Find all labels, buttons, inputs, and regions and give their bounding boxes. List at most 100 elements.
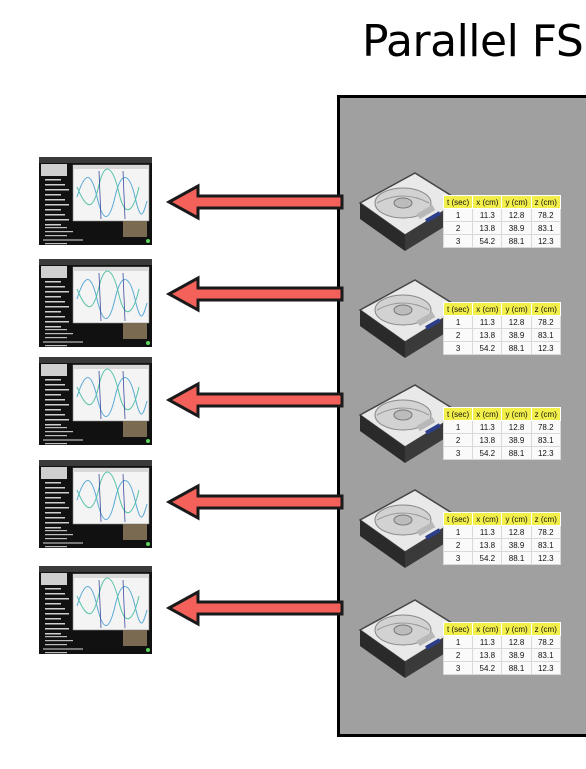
table-cell: 12.8 [501,525,532,539]
table-cell: 13.8 [472,538,503,552]
analysis-window-thumbnail [39,566,152,654]
analysis-window-thumbnail [39,460,152,548]
left-arrow-icon [165,483,344,521]
table-cell: 38.9 [501,433,532,447]
table-cell: 83.1 [530,328,561,342]
hard-drive-icon [358,172,462,251]
table-cell: 83.1 [530,648,561,662]
table-header-row: t (sec)x (cm)y (cm)z (cm) [442,302,561,316]
table-cell: 83.1 [530,538,561,552]
column-header: x (cm) [472,407,503,421]
column-header: t (sec) [442,407,474,421]
table-cell: 54.2 [472,551,503,565]
column-header: t (sec) [442,302,474,316]
column-header: z (cm) [530,512,561,526]
table-cell: 1 [442,525,474,539]
table-cell: 12.8 [501,315,532,329]
column-header: z (cm) [530,195,561,209]
column-header: y (cm) [501,195,532,209]
table-cell: 88.1 [501,661,532,675]
client-thumbnail [39,157,152,245]
table-cell: 3 [442,234,474,248]
column-header: t (sec) [442,195,474,209]
table-cell: 11.3 [472,525,503,539]
column-header: t (sec) [442,622,474,636]
table-cell: 1 [442,635,474,649]
table-cell: 12.8 [501,208,532,222]
analysis-window-thumbnail [39,259,152,347]
table-cell: 12.3 [530,661,561,675]
table-cell: 11.3 [472,635,503,649]
table-cell: 1 [442,315,474,329]
table-cell: 13.8 [472,433,503,447]
table-cell: 3 [442,661,474,675]
table-cell: 78.2 [530,635,561,649]
client-thumbnail [39,566,152,654]
analysis-window-thumbnail [39,357,152,445]
table-cell: 38.9 [501,538,532,552]
table-cell: 13.8 [472,648,503,662]
left-arrow-icon [165,183,344,221]
hard-drive-icon [358,279,462,358]
table-cell: 1 [442,208,474,222]
table-cell: 12.3 [530,551,561,565]
arrow-shape [165,275,344,313]
left-arrow-icon [165,589,344,627]
table-cell: 78.2 [530,208,561,222]
table-cell: 78.2 [530,420,561,434]
arrow-shape [165,589,344,627]
table-cell: 54.2 [472,234,503,248]
table-cell: 2 [442,538,474,552]
table-cell: 88.1 [501,446,532,460]
table-cell: 83.1 [530,221,561,235]
table-cell: 12.3 [530,234,561,248]
table-cell: 12.3 [530,341,561,355]
left-arrow-icon [165,381,344,419]
table-cell: 78.2 [530,315,561,329]
table-cell: 38.9 [501,221,532,235]
table-cell: 2 [442,221,474,235]
column-header: x (cm) [472,195,503,209]
table-header-row: t (sec)x (cm)y (cm)z (cm) [442,407,561,421]
table-cell: 38.9 [501,648,532,662]
analysis-window-thumbnail [39,157,152,245]
table-cell: 3 [442,551,474,565]
arrow-shape [165,381,344,419]
table-cell: 12.8 [501,635,532,649]
table-cell: 88.1 [501,341,532,355]
column-header: t (sec) [442,512,474,526]
arrow-shape [165,483,344,521]
table-cell: 54.2 [472,446,503,460]
column-header: x (cm) [472,622,503,636]
table-cell: 13.8 [472,328,503,342]
column-header: z (cm) [530,302,561,316]
column-header: z (cm) [530,622,561,636]
table-header-row: t (sec)x (cm)y (cm)z (cm) [442,622,561,636]
table-cell: 11.3 [472,208,503,222]
table-cell: 78.2 [530,525,561,539]
table-cell: 88.1 [501,551,532,565]
